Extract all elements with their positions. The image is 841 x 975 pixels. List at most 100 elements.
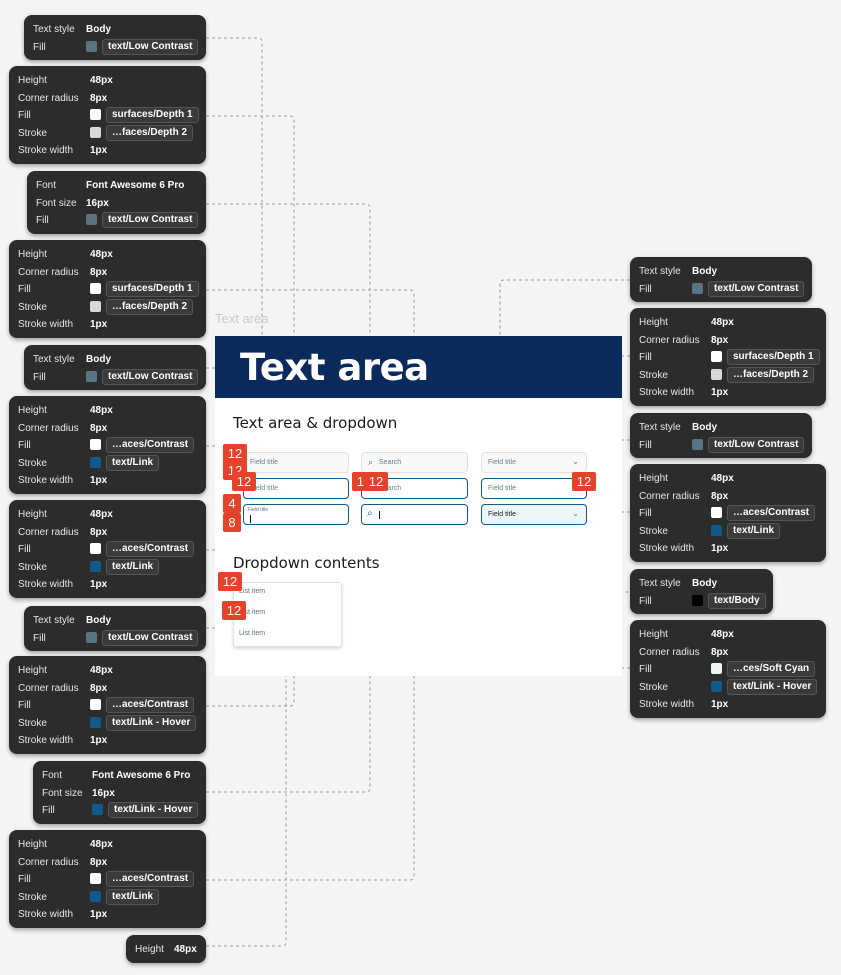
property-label: Fill (33, 632, 46, 644)
dropdown-placeholder: Field title (488, 459, 517, 466)
color-swatch (711, 507, 722, 518)
token-pill: text/Low Contrast (708, 436, 805, 453)
property-label: Fill (639, 283, 652, 295)
search-field-default[interactable]: ⌕ Search (361, 452, 468, 473)
property-label: Text style (33, 615, 75, 626)
text-area-active[interactable]: Field title (243, 504, 349, 525)
token-pill: text/Low Contrast (102, 368, 199, 385)
search-field-active[interactable]: ⌕ (361, 504, 468, 525)
token-pill: …faces/Depth 2 (727, 366, 815, 383)
property-value: Body (86, 615, 111, 626)
spacing-badge: 4 (223, 494, 241, 513)
property-label: Stroke (18, 717, 47, 729)
property-label: Fill (639, 439, 652, 451)
property-row: Stroke width 1px (9, 905, 206, 923)
token-pill: text/Link (106, 558, 160, 575)
token-pill: …aces/Contrast (106, 541, 195, 557)
dropdown-item[interactable]: List item (239, 630, 266, 637)
property-label: Stroke width (639, 699, 695, 710)
dropdown-default[interactable]: Field title ⌄ (481, 452, 587, 473)
property-label: Corner radius (18, 422, 79, 434)
property-label: Text style (639, 422, 681, 433)
spacing-badge: 12 (232, 472, 256, 491)
dropdown-item[interactable]: List item (239, 588, 266, 595)
field-placeholder: Field title (250, 485, 279, 492)
frame-caption: Text area (215, 311, 269, 326)
spacing-badge: 12 (572, 472, 596, 491)
search-icon: ⌕ (367, 508, 373, 519)
property-value: 1px (711, 387, 729, 398)
property-value: 1px (90, 579, 108, 590)
property-row: Fill…aces/Contrast (9, 436, 206, 454)
search-placeholder: Search (379, 485, 402, 492)
property-label: Stroke (18, 457, 47, 469)
section-title-dropdown-contents: Dropdown contents (233, 554, 380, 572)
color-swatch (90, 699, 101, 710)
text-field-default[interactable]: Field title (243, 452, 349, 473)
property-label: Fill (18, 544, 31, 555)
property-row: Fill …aces/Contrast (9, 540, 206, 558)
dropdown-item[interactable]: List item (239, 609, 266, 616)
token-pill: text/Low Contrast (102, 38, 199, 55)
property-value: 8px (711, 490, 729, 502)
spacing-badge: 12 (223, 444, 247, 463)
color-swatch (90, 109, 101, 120)
color-swatch (692, 594, 703, 606)
property-value: Font Awesome 6 Pro (92, 770, 191, 781)
property-label: Stroke width (18, 909, 74, 920)
color-swatch (90, 543, 101, 554)
property-label: Stroke (18, 561, 47, 573)
spacing-badge: 12 (222, 601, 246, 620)
property-label: Height (18, 839, 47, 850)
property-label: Stroke (18, 891, 47, 903)
property-label: Fill (639, 595, 652, 607)
property-label: Text style (33, 24, 75, 35)
spacing-badge: 12 (218, 572, 242, 591)
property-label: Corner radius (18, 526, 79, 538)
property-value: 8px (711, 646, 729, 658)
token-pill: surfaces/Depth 1 (727, 349, 820, 365)
property-value: 48px (174, 944, 197, 955)
property-label: Fill (18, 110, 31, 121)
color-swatch (90, 126, 101, 138)
property-value: 48px (711, 629, 734, 640)
property-label: Fill (18, 284, 31, 295)
property-value: 48px (90, 75, 113, 86)
property-value: 48px (711, 317, 734, 328)
field-label: Field title (248, 507, 269, 513)
dropdown-hover[interactable]: Field title ⌄ (481, 504, 587, 525)
token-pill: …aces/Contrast (106, 871, 195, 887)
property-label: Corner radius (18, 682, 79, 694)
property-value: 1px (90, 909, 108, 920)
property-value: 8px (90, 526, 108, 538)
property-row: Stroke …faces/Depth 2 (630, 366, 826, 384)
color-swatch (90, 456, 101, 468)
token-pill: text/Link - Hover (108, 802, 199, 818)
property-value: 1px (90, 319, 108, 330)
color-swatch (711, 524, 722, 536)
text-field-focus[interactable]: Field title (243, 478, 349, 499)
property-value: 48px (90, 509, 113, 520)
search-icon: ⌕ (368, 457, 374, 467)
property-label: Fill (18, 874, 31, 885)
property-label: Stroke (639, 369, 668, 381)
